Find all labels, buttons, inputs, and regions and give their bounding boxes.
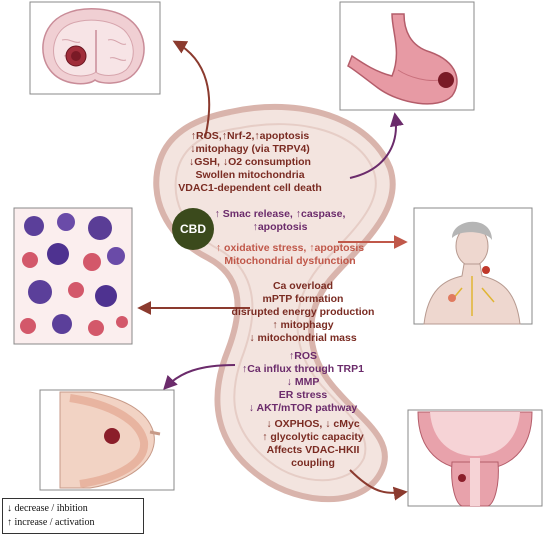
- effect-line: Swollen mitochondria: [195, 169, 305, 181]
- effect-line: Ca overload: [272, 280, 334, 292]
- effect-line: ↑ROS: [288, 350, 317, 362]
- effect-line: VDAC1-dependent cell death: [178, 182, 322, 194]
- effect-line: ↑ROS,↑Nrf-2,↑apoptosis: [190, 130, 310, 142]
- arrow-to-prostate: [349, 469, 408, 501]
- effects-group-2: ↑ Smac release, ↑caspase, ↑apoptosis: [210, 208, 350, 234]
- effect-line: ↑ mitophagy: [272, 319, 334, 331]
- effect-line: ↓mitophagy (via TRPV4): [190, 143, 310, 155]
- effect-line: mPTP formation: [262, 293, 344, 305]
- cbd-circle: CBD: [172, 208, 214, 250]
- legend-increase: ↑ increase / activation: [7, 517, 95, 528]
- effect-line: Affects VDAC-HKII: [266, 444, 360, 456]
- effect-line: ↓ MMP: [286, 376, 320, 388]
- breast-image: [39, 389, 175, 491]
- effects-group-4: Ca overload mPTP formation disrupted ene…: [228, 280, 378, 345]
- woman-image: [413, 207, 533, 325]
- effects-group-3: ↑ oxidative stress, ↑apoptosis Mitochond…: [210, 242, 370, 268]
- stomach-image: [339, 1, 475, 111]
- effect-line: ↓ AKT/mTOR pathway: [248, 402, 358, 414]
- effects-group-5: ↑ROS ↑Ca influx through TRP1 ↓ MMP ER st…: [228, 350, 378, 415]
- effect-line: ↓ OXPHOS, ↓ cMyc: [266, 418, 360, 430]
- effect-line: ER stress: [278, 389, 328, 401]
- effect-line: ↑ glycolytic capacity: [262, 431, 364, 443]
- arrow-to-brain: [172, 40, 211, 139]
- arrow-to-stomach: [349, 112, 404, 179]
- effect-line: Mitochondrial dysfunction: [224, 255, 356, 267]
- effect-line: coupling: [291, 457, 335, 469]
- effect-line: ↓GSH, ↓O2 consumption: [189, 156, 311, 168]
- brain-image: [29, 1, 161, 95]
- blood-cells-image: [13, 207, 133, 345]
- effect-line: ↓ mitochondrial mass: [249, 332, 357, 344]
- legend: ↓ decrease / ihbition ↑ increase / activ…: [2, 498, 144, 534]
- prostate-image: [407, 409, 543, 507]
- effects-group-1: ↑ROS,↑Nrf-2,↑apoptosis ↓mitophagy (via T…: [150, 130, 350, 195]
- effect-line: ↑ Smac release, ↑caspase,: [214, 208, 346, 220]
- effect-line: ↑Ca influx through TRP1: [242, 363, 364, 375]
- legend-decrease: ↓ decrease / ihbition: [7, 503, 88, 514]
- effect-line: ↑ oxidative stress, ↑apoptosis: [215, 242, 365, 254]
- effect-line: ↑apoptosis: [252, 221, 308, 233]
- effect-line: disrupted energy production: [231, 306, 375, 318]
- arrow-to-breast: [163, 364, 236, 391]
- effects-group-6: ↓ OXPHOS, ↓ cMyc ↑ glycolytic capacity A…: [248, 418, 378, 470]
